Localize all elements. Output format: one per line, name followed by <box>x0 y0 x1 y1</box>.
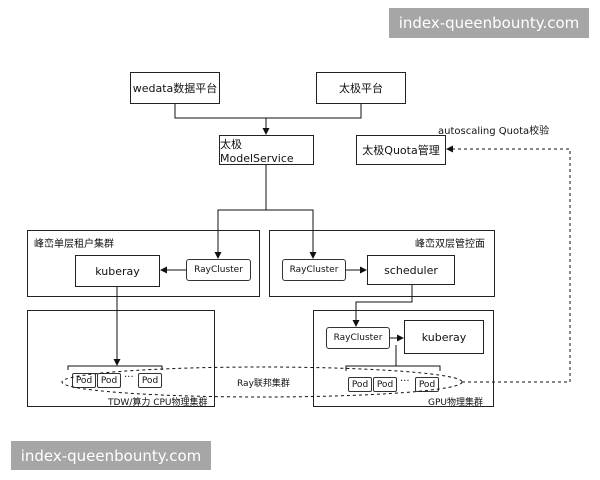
region-tdw-cluster-label: TDW/算力 CPU物理集群 <box>108 398 208 408</box>
region-single-tenant <box>27 230 260 297</box>
region-dual-control <box>269 230 495 297</box>
watermark-top: index-queenbounty.com <box>389 8 589 38</box>
edge-modelservice-split <box>214 165 267 259</box>
region-gpu-cluster <box>313 310 494 407</box>
pod-left-1: Pod <box>72 373 96 388</box>
region-dual-control-label: 峰峦双层管控面 <box>415 239 485 250</box>
node-wedata: wedata数据平台 <box>130 72 220 104</box>
region-tdw-cluster <box>27 310 215 407</box>
pod-left-ellipsis: ··· <box>124 372 134 383</box>
watermark-bottom: index-queenbounty.com <box>11 441 211 470</box>
node-taiji: 太极平台 <box>316 72 406 104</box>
node-model-service: 太极ModelService <box>219 135 314 165</box>
bracket-left <box>67 365 163 370</box>
node-raycluster-mid: RayCluster <box>282 259 346 281</box>
autoscaling-label: autoscaling Quota校验 <box>438 126 550 137</box>
node-raycluster-right: RayCluster <box>326 327 390 349</box>
pod-left-2: Pod <box>97 373 121 388</box>
node-quota: 太极Quota管理 <box>356 135 446 165</box>
node-kuberay-right: kuberay <box>404 320 484 354</box>
edge-scheduler-raycluster-right <box>352 285 413 327</box>
pod-right-1: Pod <box>348 377 372 392</box>
ray-federation-ellipse <box>61 366 463 398</box>
node-raycluster-left: RayCluster <box>186 259 251 281</box>
region-single-tenant-label: 峰峦单层租户集群 <box>34 239 114 250</box>
pod-right-3: Pod <box>415 377 439 392</box>
pod-left-3: Pod <box>138 373 162 388</box>
pod-right-2: Pod <box>373 377 397 392</box>
region-gpu-cluster-label: GPU物理集群 <box>428 398 483 408</box>
edge-kuberay-pods-right <box>395 345 441 371</box>
node-scheduler: scheduler <box>367 255 455 285</box>
bracket-right <box>345 365 396 371</box>
edge-modelservice-mid <box>266 209 317 259</box>
node-kuberay-left: kuberay <box>75 255 160 287</box>
pod-right-ellipsis: ··· <box>400 376 410 387</box>
edge-autoscaling-quota <box>446 145 571 383</box>
edge-wedata-merge <box>174 104 362 119</box>
ray-federation-label: Ray联邦集群 <box>237 379 290 389</box>
